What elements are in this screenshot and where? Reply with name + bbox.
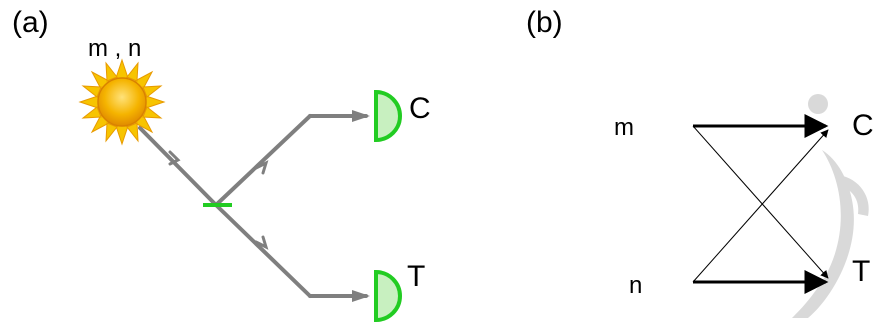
input-label-m: m xyxy=(614,114,634,141)
watermark-shape xyxy=(792,94,869,318)
output-label-c: C xyxy=(852,109,873,142)
beam-incoming xyxy=(138,126,218,207)
beam-chevrons xyxy=(168,150,269,250)
panel-b-label: (b) xyxy=(526,6,563,39)
beam-upper-diag xyxy=(214,114,312,207)
source-label: m , n xyxy=(88,35,142,62)
arrowhead-upper xyxy=(352,110,370,122)
output-label-t: T xyxy=(852,255,871,288)
panel-a-label: (a) xyxy=(12,6,49,39)
detector-label-c: C xyxy=(409,92,431,125)
input-label-n: n xyxy=(629,272,643,299)
detector-icon xyxy=(374,89,402,143)
detector-icon xyxy=(374,269,402,323)
arrowhead-lower xyxy=(352,290,370,302)
beam-lower-diag xyxy=(214,203,312,298)
detector-label-t: T xyxy=(407,260,426,293)
sun-icon xyxy=(78,58,166,146)
arrow-m-to-t xyxy=(692,125,829,279)
beam-paths xyxy=(138,114,368,298)
arrow-n-to-c xyxy=(692,129,829,283)
